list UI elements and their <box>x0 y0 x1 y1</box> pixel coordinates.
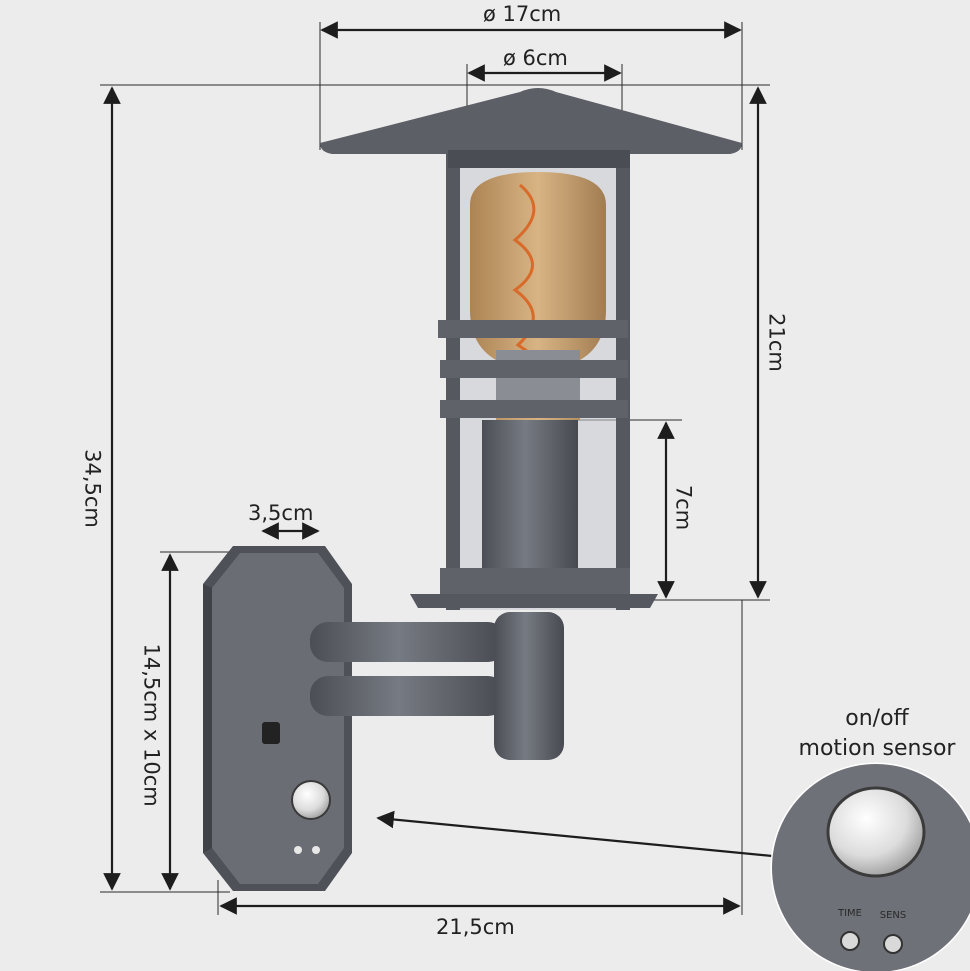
on-off-switch <box>262 722 280 744</box>
extension-lines <box>100 22 770 915</box>
plate-size-label: 14,5cm x 10cm <box>139 643 164 807</box>
lamp-stem <box>482 420 578 580</box>
sensor-note-line1: on/off <box>845 706 909 731</box>
wall-plate <box>203 546 352 891</box>
sensor-note: on/off motion sensor <box>782 704 970 764</box>
lamp-arm <box>310 612 564 760</box>
lamp-head <box>320 88 742 610</box>
total-depth-label: 21,5cm <box>436 915 515 939</box>
sens-label: SENS <box>880 910 907 921</box>
motion-sensor-lens <box>291 780 331 820</box>
total-height-label: 34,5cm <box>80 449 105 528</box>
dimension-arrows <box>103 21 877 915</box>
outer-diameter-label: ø 17cm <box>483 2 562 26</box>
sensor-detail-circle: TIME SENS <box>770 762 970 971</box>
lamp-roof <box>320 88 742 154</box>
sensor-note-line2: motion sensor <box>798 736 956 761</box>
head-height-label: 21cm <box>764 313 789 372</box>
inner-diameter-label: ø 6cm <box>503 46 568 70</box>
stem-height-label: 7cm <box>671 484 696 531</box>
time-label: TIME <box>837 908 862 919</box>
plate-depth-label: 3,5cm <box>248 501 314 525</box>
